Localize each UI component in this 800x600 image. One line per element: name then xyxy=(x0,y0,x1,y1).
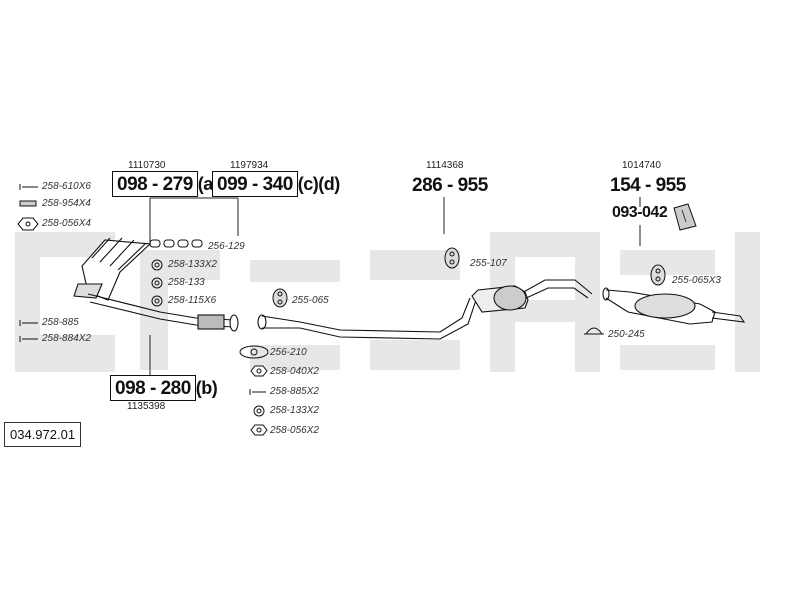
part-number-rear: 1014740 xyxy=(622,160,661,171)
leader-lines xyxy=(149,197,641,378)
group-code-a: 098 - 279(a) xyxy=(112,171,219,197)
bracket-093-042 xyxy=(673,203,697,231)
flange-gasket-icon xyxy=(239,345,269,359)
part-label: 258-056X2 xyxy=(270,425,319,436)
middle-section xyxy=(257,279,593,340)
part-number-b: 1135398 xyxy=(127,401,166,412)
washer-icon xyxy=(151,259,163,271)
part-label: 258-115X6 xyxy=(168,295,217,306)
stud-icon xyxy=(19,200,37,207)
rubber-hanger-icon xyxy=(272,288,288,308)
part-number-mid: 1114368 xyxy=(426,160,464,171)
part-label: 258-133 xyxy=(168,277,205,288)
part-label: 255-107 xyxy=(470,258,507,269)
clamp-icon xyxy=(584,327,604,335)
washer-icon xyxy=(151,277,163,289)
code-box: 098 - 279 xyxy=(112,171,198,197)
part-label: 258-610X6 xyxy=(42,181,91,192)
group-code-bracket: 093-042 xyxy=(612,204,668,221)
nut-icon xyxy=(17,217,39,231)
part-label: 258-056X4 xyxy=(42,218,91,229)
bolt-icon xyxy=(19,184,38,190)
rubber-hanger-icon xyxy=(650,264,666,286)
nut-icon xyxy=(250,424,268,436)
part-label: 256-129 xyxy=(208,241,245,252)
part-label: 258-040X2 xyxy=(270,366,319,377)
part-label: 255-065 xyxy=(292,295,329,306)
part-label: 258-133X2 xyxy=(168,259,217,270)
code-box: 098 - 280 xyxy=(110,375,196,401)
code-suffix: (c)(d) xyxy=(297,174,340,194)
part-label: 258-133X2 xyxy=(270,405,319,416)
reference-number: 034.972.01 xyxy=(4,422,82,447)
part-label: 255-065X3 xyxy=(672,275,721,286)
code-box: 099 - 340 xyxy=(212,171,298,197)
bolt-icon xyxy=(249,389,266,395)
part-number-a: 1110730 xyxy=(128,160,166,171)
part-label: 258-885X2 xyxy=(270,386,319,397)
washer-icon xyxy=(151,295,163,307)
rear-muffler xyxy=(602,287,746,325)
bolt-icon xyxy=(19,336,38,342)
part-label: 258-954X4 xyxy=(42,198,91,209)
group-code-cd: 099 - 340(c)(d) xyxy=(212,171,340,197)
front-pipe xyxy=(87,293,239,332)
part-label: 258-885 xyxy=(42,317,79,328)
part-label: 258-884X2 xyxy=(42,333,91,344)
part-label: 256-210 xyxy=(270,347,307,358)
washer-icon xyxy=(253,405,265,417)
part-number-cd: 1197934 xyxy=(230,160,269,171)
group-code-b: 098 - 280(b) xyxy=(110,375,218,401)
group-code-mid: 286 - 955 xyxy=(412,175,488,196)
code-suffix: (b) xyxy=(195,378,218,398)
part-label: 250-245 xyxy=(608,329,645,340)
group-code-rear: 154 - 955 xyxy=(610,175,686,196)
bolt-icon xyxy=(19,320,38,326)
nut-icon xyxy=(250,365,268,377)
gasket-set-icon xyxy=(149,239,203,248)
rubber-hanger-icon xyxy=(444,247,460,269)
exhaust-manifold xyxy=(73,237,152,301)
